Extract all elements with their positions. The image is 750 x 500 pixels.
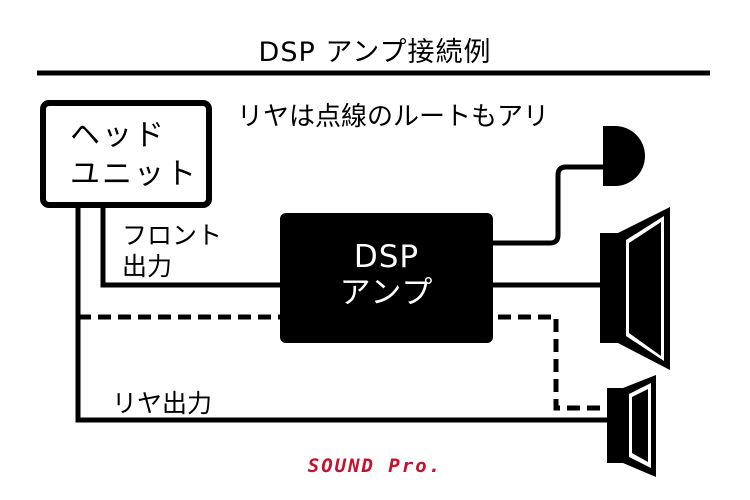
dsp-amp-box: DSP アンプ xyxy=(280,213,493,343)
dsp-amp-label: DSP アンプ xyxy=(280,239,493,311)
diagram-title: DSP アンプ接続例 xyxy=(258,37,492,68)
head-unit-label-line2: ユニット xyxy=(70,157,198,192)
front-output-label: フロント 出力 xyxy=(122,220,222,282)
head-unit-label-line1: ヘッド xyxy=(70,118,166,153)
head-unit-box: ヘッド ユニット xyxy=(40,100,212,208)
rear-output-wire xyxy=(75,208,610,423)
head-unit-label: ヘッド ユニット xyxy=(70,116,198,194)
rear-alternative-dashed-route xyxy=(78,314,610,411)
tweeter-icon xyxy=(603,126,645,186)
dsp-amp-label-line1: DSP xyxy=(353,239,420,275)
front-speaker-icon xyxy=(600,207,670,370)
brand-logo: SOUND Pro. xyxy=(307,455,443,477)
dashed-route-note: リヤは点線のルートもアリ xyxy=(237,102,550,132)
rear-output-label: リヤ出力 xyxy=(112,389,213,418)
rear-speaker-icon xyxy=(607,375,656,477)
front-output-label-line2: 出力 xyxy=(122,252,173,281)
front-output-wire xyxy=(100,208,280,288)
tweeter-wire xyxy=(493,164,603,246)
dsp-amp-label-line2: アンプ xyxy=(339,275,434,311)
front-output-label-line1: フロント xyxy=(122,221,223,250)
